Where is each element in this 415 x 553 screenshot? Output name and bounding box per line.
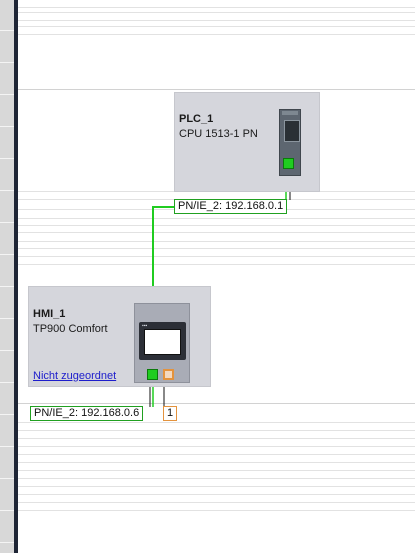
plc-network-interface-label[interactable]: PN/IE_2: 192.168.0.1 — [174, 199, 288, 214]
hmi-device-name[interactable]: HMI_1 — [33, 308, 66, 320]
hmi-assignment-link[interactable]: Nicht zugeordnet — [33, 370, 117, 382]
hmi-profinet-port-icon[interactable] — [147, 369, 158, 380]
plc-device-type: CPU 1513-1 PN — [179, 128, 258, 140]
hmi-device-type: TP900 Comfort — [33, 323, 108, 335]
hmi-network-interface-label[interactable]: PN/IE_2: 192.168.0.6 — [30, 406, 144, 421]
plc-device-name[interactable]: PLC_1 — [179, 113, 214, 125]
plc-device-box[interactable]: PLC_1 CPU 1513-1 PN — [174, 92, 320, 192]
left-ruler — [0, 0, 18, 553]
hmi-touch-panel-icon[interactable]: ▪▪▪ — [134, 303, 190, 383]
hmi-dp-interface-label[interactable]: 1 — [163, 406, 178, 421]
plc-profinet-port-icon[interactable] — [283, 158, 294, 169]
topology-canvas[interactable] — [18, 0, 415, 553]
hmi-profibus-port-icon[interactable] — [163, 369, 174, 380]
